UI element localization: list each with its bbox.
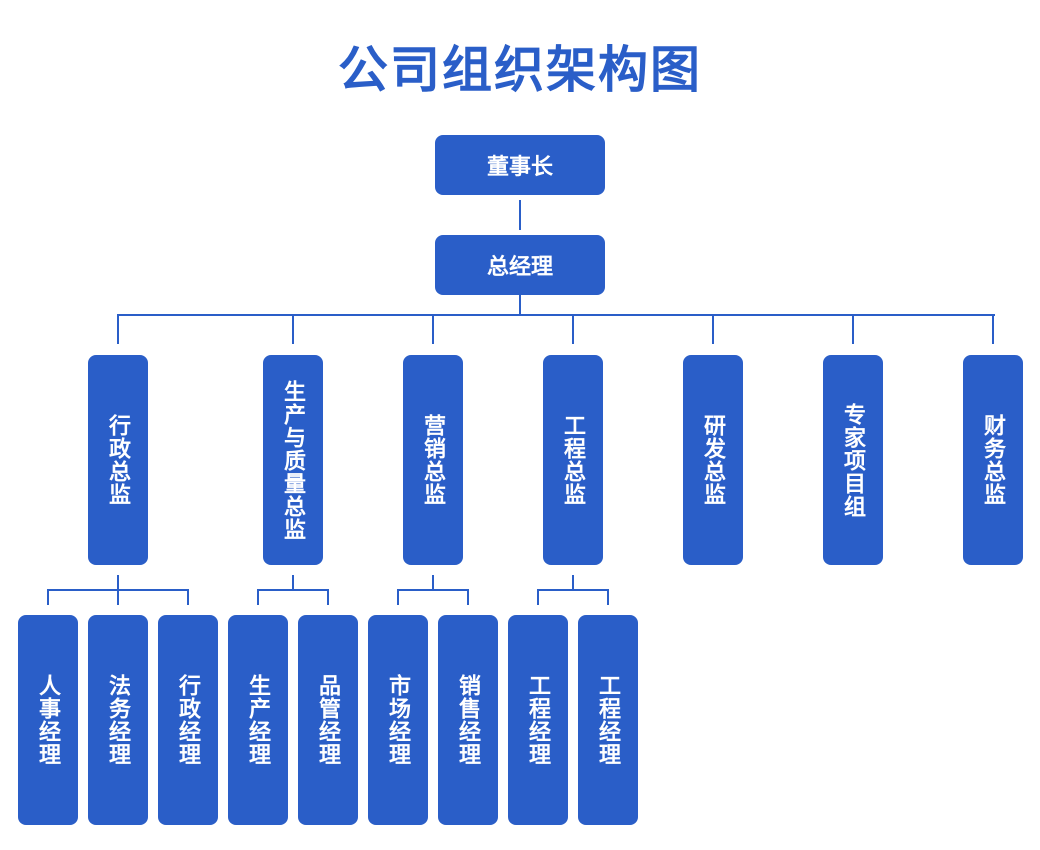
node-manager-admin: 行政经理 xyxy=(158,615,218,825)
connector-gm-bus xyxy=(519,295,521,315)
node-manager-hr: 人事经理 xyxy=(18,615,78,825)
connector-production-1 xyxy=(257,589,259,605)
connector-marketing-1 xyxy=(397,589,399,605)
node-director-engineering: 工程总监 xyxy=(543,355,603,565)
connector-admin-down xyxy=(117,575,119,590)
node-manager-production: 生产经理 xyxy=(228,615,288,825)
node-general-manager: 总经理 xyxy=(435,235,605,295)
node-manager-engineering-1: 工程经理 xyxy=(508,615,568,825)
connector-production-2 xyxy=(327,589,329,605)
node-manager-legal: 法务经理 xyxy=(88,615,148,825)
connector-marketing-down xyxy=(432,575,434,590)
node-director-finance: 财务总监 xyxy=(963,355,1023,565)
connector-chairman-gm xyxy=(519,200,521,230)
connector-director-6 xyxy=(852,314,854,344)
node-manager-sales: 销售经理 xyxy=(438,615,498,825)
connector-engineering-down xyxy=(572,575,574,590)
connector-admin-3 xyxy=(187,589,189,605)
node-chairman: 董事长 xyxy=(435,135,605,195)
connector-director-5 xyxy=(712,314,714,344)
connector-production-bus xyxy=(257,589,329,591)
connector-admin-2 xyxy=(117,589,119,605)
connector-marketing-bus xyxy=(397,589,469,591)
connector-engineering-1 xyxy=(537,589,539,605)
connector-director-4 xyxy=(572,314,574,344)
connector-admin-1 xyxy=(47,589,49,605)
connector-engineering-2 xyxy=(607,589,609,605)
connector-director-1 xyxy=(117,314,119,344)
page-title: 公司组织架构图 xyxy=(338,40,702,99)
node-director-admin: 行政总监 xyxy=(88,355,148,565)
node-manager-quality: 品管经理 xyxy=(298,615,358,825)
connector-marketing-2 xyxy=(467,589,469,605)
node-manager-engineering-2: 工程经理 xyxy=(578,615,638,825)
connector-director-bus xyxy=(117,314,995,316)
connector-engineering-bus xyxy=(537,589,609,591)
node-manager-market: 市场经理 xyxy=(368,615,428,825)
node-director-marketing: 营销总监 xyxy=(403,355,463,565)
node-director-rnd: 研发总监 xyxy=(683,355,743,565)
connector-production-down xyxy=(292,575,294,590)
node-director-production-quality: 生产与质量总监 xyxy=(263,355,323,565)
connector-director-2 xyxy=(292,314,294,344)
connector-director-7 xyxy=(992,314,994,344)
connector-director-3 xyxy=(432,314,434,344)
node-expert-project-group: 专家项目组 xyxy=(823,355,883,565)
